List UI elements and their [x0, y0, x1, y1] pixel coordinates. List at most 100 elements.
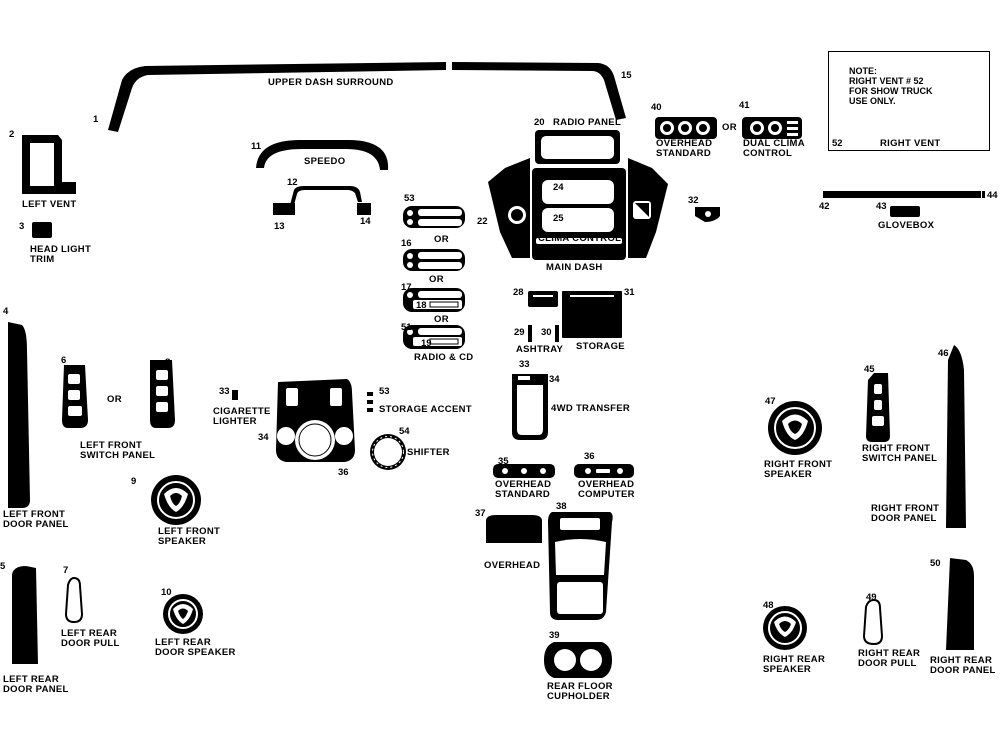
label-right-vent: RIGHT VENT — [880, 138, 941, 149]
part-number-21: 21 — [537, 167, 548, 178]
left-rear-door-panel — [12, 566, 38, 664]
part-number-8: 8 — [165, 357, 171, 368]
storage-accent-2 — [367, 400, 373, 404]
part-number-13: 13 — [274, 221, 285, 232]
part-number-37: 37 — [475, 508, 486, 519]
right-front-speaker — [768, 401, 822, 455]
part-number-17: 17 — [401, 282, 412, 293]
left-rear-door-speaker — [163, 594, 203, 634]
glovebox-end — [982, 191, 985, 198]
part-number-15: 15 — [621, 70, 632, 81]
part-number-20: 20 — [534, 117, 545, 128]
part-number-36-overhead: 36 — [584, 451, 595, 462]
part-number-4: 4 — [3, 306, 9, 317]
gauge-trim-13 — [273, 203, 295, 215]
storage-accent-1 — [367, 392, 373, 396]
label-storage-accent: STORAGE ACCENT — [379, 404, 472, 415]
part-number-33-lighter: 33 — [219, 386, 230, 397]
part-number-28: 28 — [513, 287, 524, 298]
label-or-switch-panel: OR — [107, 394, 122, 405]
ashtray-30 — [555, 325, 559, 342]
part-number-23: 23 — [507, 196, 518, 207]
cigarette-lighter-ring — [232, 390, 238, 400]
label-ashtray: ASHTRAY — [516, 344, 564, 355]
label-or-radio-1: OR — [434, 234, 449, 245]
part-number-44: 44 — [987, 190, 998, 201]
part-number-43: 43 — [876, 201, 887, 212]
left-vent — [22, 135, 76, 194]
part-number-31: 31 — [624, 287, 635, 298]
part-number-12: 12 — [287, 177, 298, 188]
left-front-door-panel — [8, 322, 30, 508]
right-rear-door-panel — [946, 558, 974, 650]
part-number-33-transfer: 33 — [519, 359, 530, 370]
left-front-speaker — [151, 475, 201, 525]
note-line-3: FOR SHOW TRUCK — [849, 86, 933, 96]
part-number-22: 22 — [477, 216, 488, 227]
label-clima-control: CLIMA CONTROL — [538, 233, 622, 244]
part-number-30: 30 — [541, 327, 552, 338]
part-number-46: 46 — [938, 348, 949, 359]
ashtray-29 — [528, 325, 532, 342]
right-front-door-panel — [946, 345, 966, 528]
part-number-53-radio: 53 — [404, 193, 415, 204]
part-number-19: 19 — [421, 338, 432, 349]
storage-trim — [562, 291, 622, 338]
part-number-7: 7 — [63, 565, 69, 576]
part-number-42: 42 — [819, 201, 830, 212]
note-box: NOTE: RIGHT VENT # 52 FOR SHOW TRUCK USE… — [828, 51, 990, 151]
part-number-39: 39 — [549, 630, 560, 641]
part-number-34-console: 34 — [258, 432, 269, 443]
part-number-24: 24 — [553, 182, 564, 193]
part-number-10: 10 — [161, 587, 172, 598]
part-number-18: 18 — [416, 300, 427, 311]
note-line-4: USE ONLY. — [849, 96, 896, 106]
part-number-40: 40 — [651, 102, 662, 113]
part-number-50: 50 — [930, 558, 941, 569]
part-number-52: 52 — [832, 138, 843, 149]
note-text: NOTE: RIGHT VENT # 52 FOR SHOW TRUCK USE… — [849, 66, 933, 106]
upper-dash-surround-left — [108, 62, 446, 132]
ashtray-trim — [528, 291, 558, 307]
speedo-trim — [256, 140, 389, 170]
label-main-dash: MAIN DASH — [546, 262, 603, 273]
label-overhead: OVERHEAD — [484, 560, 541, 571]
left-rear-door-pull — [64, 576, 84, 624]
part-number-29: 29 — [514, 327, 525, 338]
note-line-1: NOTE: — [849, 66, 877, 76]
part-number-48: 48 — [763, 600, 774, 611]
part-number-54: 54 — [399, 426, 410, 437]
part-number-9: 9 — [131, 476, 137, 487]
glovebox-strip — [823, 191, 981, 198]
part-number-49: 49 — [866, 592, 877, 603]
label-or-radio-2: OR — [429, 274, 444, 285]
label-accent: ACCENT — [563, 167, 605, 178]
part-number-53-storage: 53 — [379, 386, 390, 397]
label-radio-cd: RADIO & CD — [414, 352, 474, 363]
part-number-45: 45 — [864, 364, 875, 375]
part-number-3: 3 — [19, 221, 25, 232]
right-rear-door-pull — [862, 598, 884, 646]
gauge-trim-14 — [357, 203, 371, 215]
part-number-38: 38 — [556, 501, 567, 512]
right-rear-speaker — [763, 606, 807, 650]
part-number-2: 2 — [9, 129, 15, 140]
part-number-14: 14 — [360, 216, 371, 227]
part-number-5: 5 — [0, 561, 6, 572]
part-number-36-console: 36 — [338, 467, 349, 478]
label-storage: STORAGE — [576, 341, 625, 352]
part-number-26: 26 — [633, 193, 644, 204]
part-number-16: 16 — [401, 238, 412, 249]
